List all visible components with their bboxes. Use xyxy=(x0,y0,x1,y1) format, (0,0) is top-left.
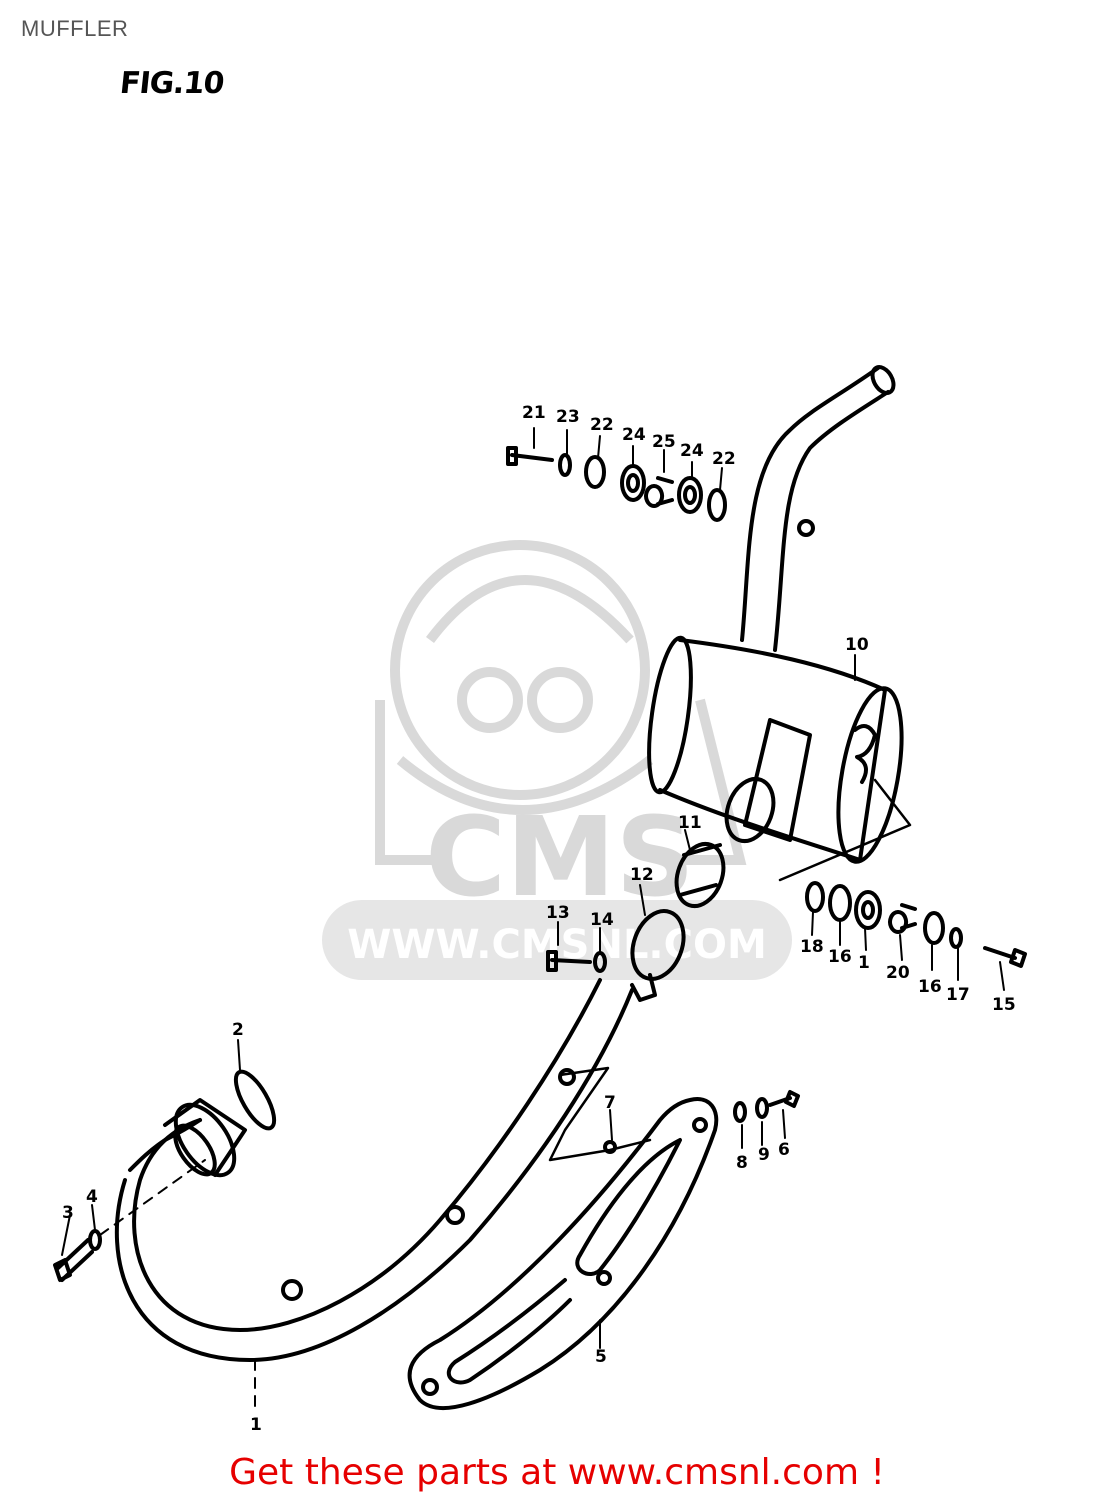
washer-16a xyxy=(828,884,852,922)
exhaust-pipe xyxy=(132,978,602,1332)
tail-pipe xyxy=(740,366,890,652)
callout-24b: 24 xyxy=(680,441,704,461)
bolt-21 xyxy=(506,446,554,466)
collar-20 xyxy=(888,903,917,934)
callout-7: 7 xyxy=(604,1093,616,1113)
callout-13: 13 xyxy=(546,903,570,923)
watermark-brand: CMS xyxy=(425,793,694,921)
washer-18 xyxy=(805,881,825,913)
collar-25 xyxy=(644,476,674,508)
callout-24a: 24 xyxy=(622,425,646,445)
callout-14: 14 xyxy=(590,910,614,930)
muffler-drawing xyxy=(53,365,1027,1411)
callout-labels: 1 2 3 4 5 6 7 8 9 10 11 12 13 14 15 16 1… xyxy=(62,403,1016,1435)
bolt-13 xyxy=(546,950,592,972)
callout-17: 17 xyxy=(946,985,970,1005)
callout-20: 20 xyxy=(886,963,910,983)
clamp xyxy=(630,909,686,981)
grommet-24b xyxy=(677,476,703,514)
callout-9: 9 xyxy=(758,1145,770,1165)
washer-22b xyxy=(707,488,727,522)
washer-17 xyxy=(949,927,963,949)
callout-3: 3 xyxy=(62,1203,74,1223)
heat-shield xyxy=(407,1097,719,1410)
callout-8: 8 xyxy=(736,1153,748,1173)
callout-25: 25 xyxy=(652,432,676,452)
callout-18: 18 xyxy=(800,937,824,957)
callout-12: 12 xyxy=(630,865,654,885)
washer-4 xyxy=(88,1229,102,1251)
pipe-flange xyxy=(173,1102,237,1178)
callout-5: 5 xyxy=(595,1347,607,1367)
callout-22a: 22 xyxy=(590,415,614,435)
callout-16a: 16 xyxy=(828,947,852,967)
washer-22a xyxy=(584,455,606,489)
washer-9 xyxy=(755,1097,769,1119)
grommet-24a xyxy=(620,464,646,502)
callout-23: 23 xyxy=(556,407,580,427)
callout-16b: 16 xyxy=(918,977,942,997)
washer-16b xyxy=(923,911,945,945)
washer-23 xyxy=(558,453,572,477)
callout-10: 10 xyxy=(845,635,869,655)
callout-4: 4 xyxy=(86,1187,98,1207)
gasket xyxy=(233,1069,277,1131)
callout-2: 2 xyxy=(232,1020,244,1040)
page-title: MUFFLER xyxy=(21,16,129,41)
watermark-logo xyxy=(375,540,747,865)
callout-19: 1 xyxy=(858,953,870,973)
callout-22b: 22 xyxy=(712,449,736,469)
sleeve xyxy=(674,842,726,908)
grommet-19 xyxy=(854,890,882,930)
callout-21: 21 xyxy=(522,403,546,423)
callout-6: 6 xyxy=(778,1140,790,1160)
nut-8 xyxy=(733,1101,747,1123)
callout-15: 15 xyxy=(992,995,1016,1015)
bolt-6 xyxy=(768,1090,800,1108)
footer-shop-link[interactable]: Get these parts at www.cmsnl.com ! xyxy=(229,1452,885,1493)
bolt-15 xyxy=(983,946,1027,968)
bolt-3 xyxy=(53,1238,94,1282)
callout-1: 1 xyxy=(250,1415,262,1435)
callout-11: 11 xyxy=(678,813,702,833)
